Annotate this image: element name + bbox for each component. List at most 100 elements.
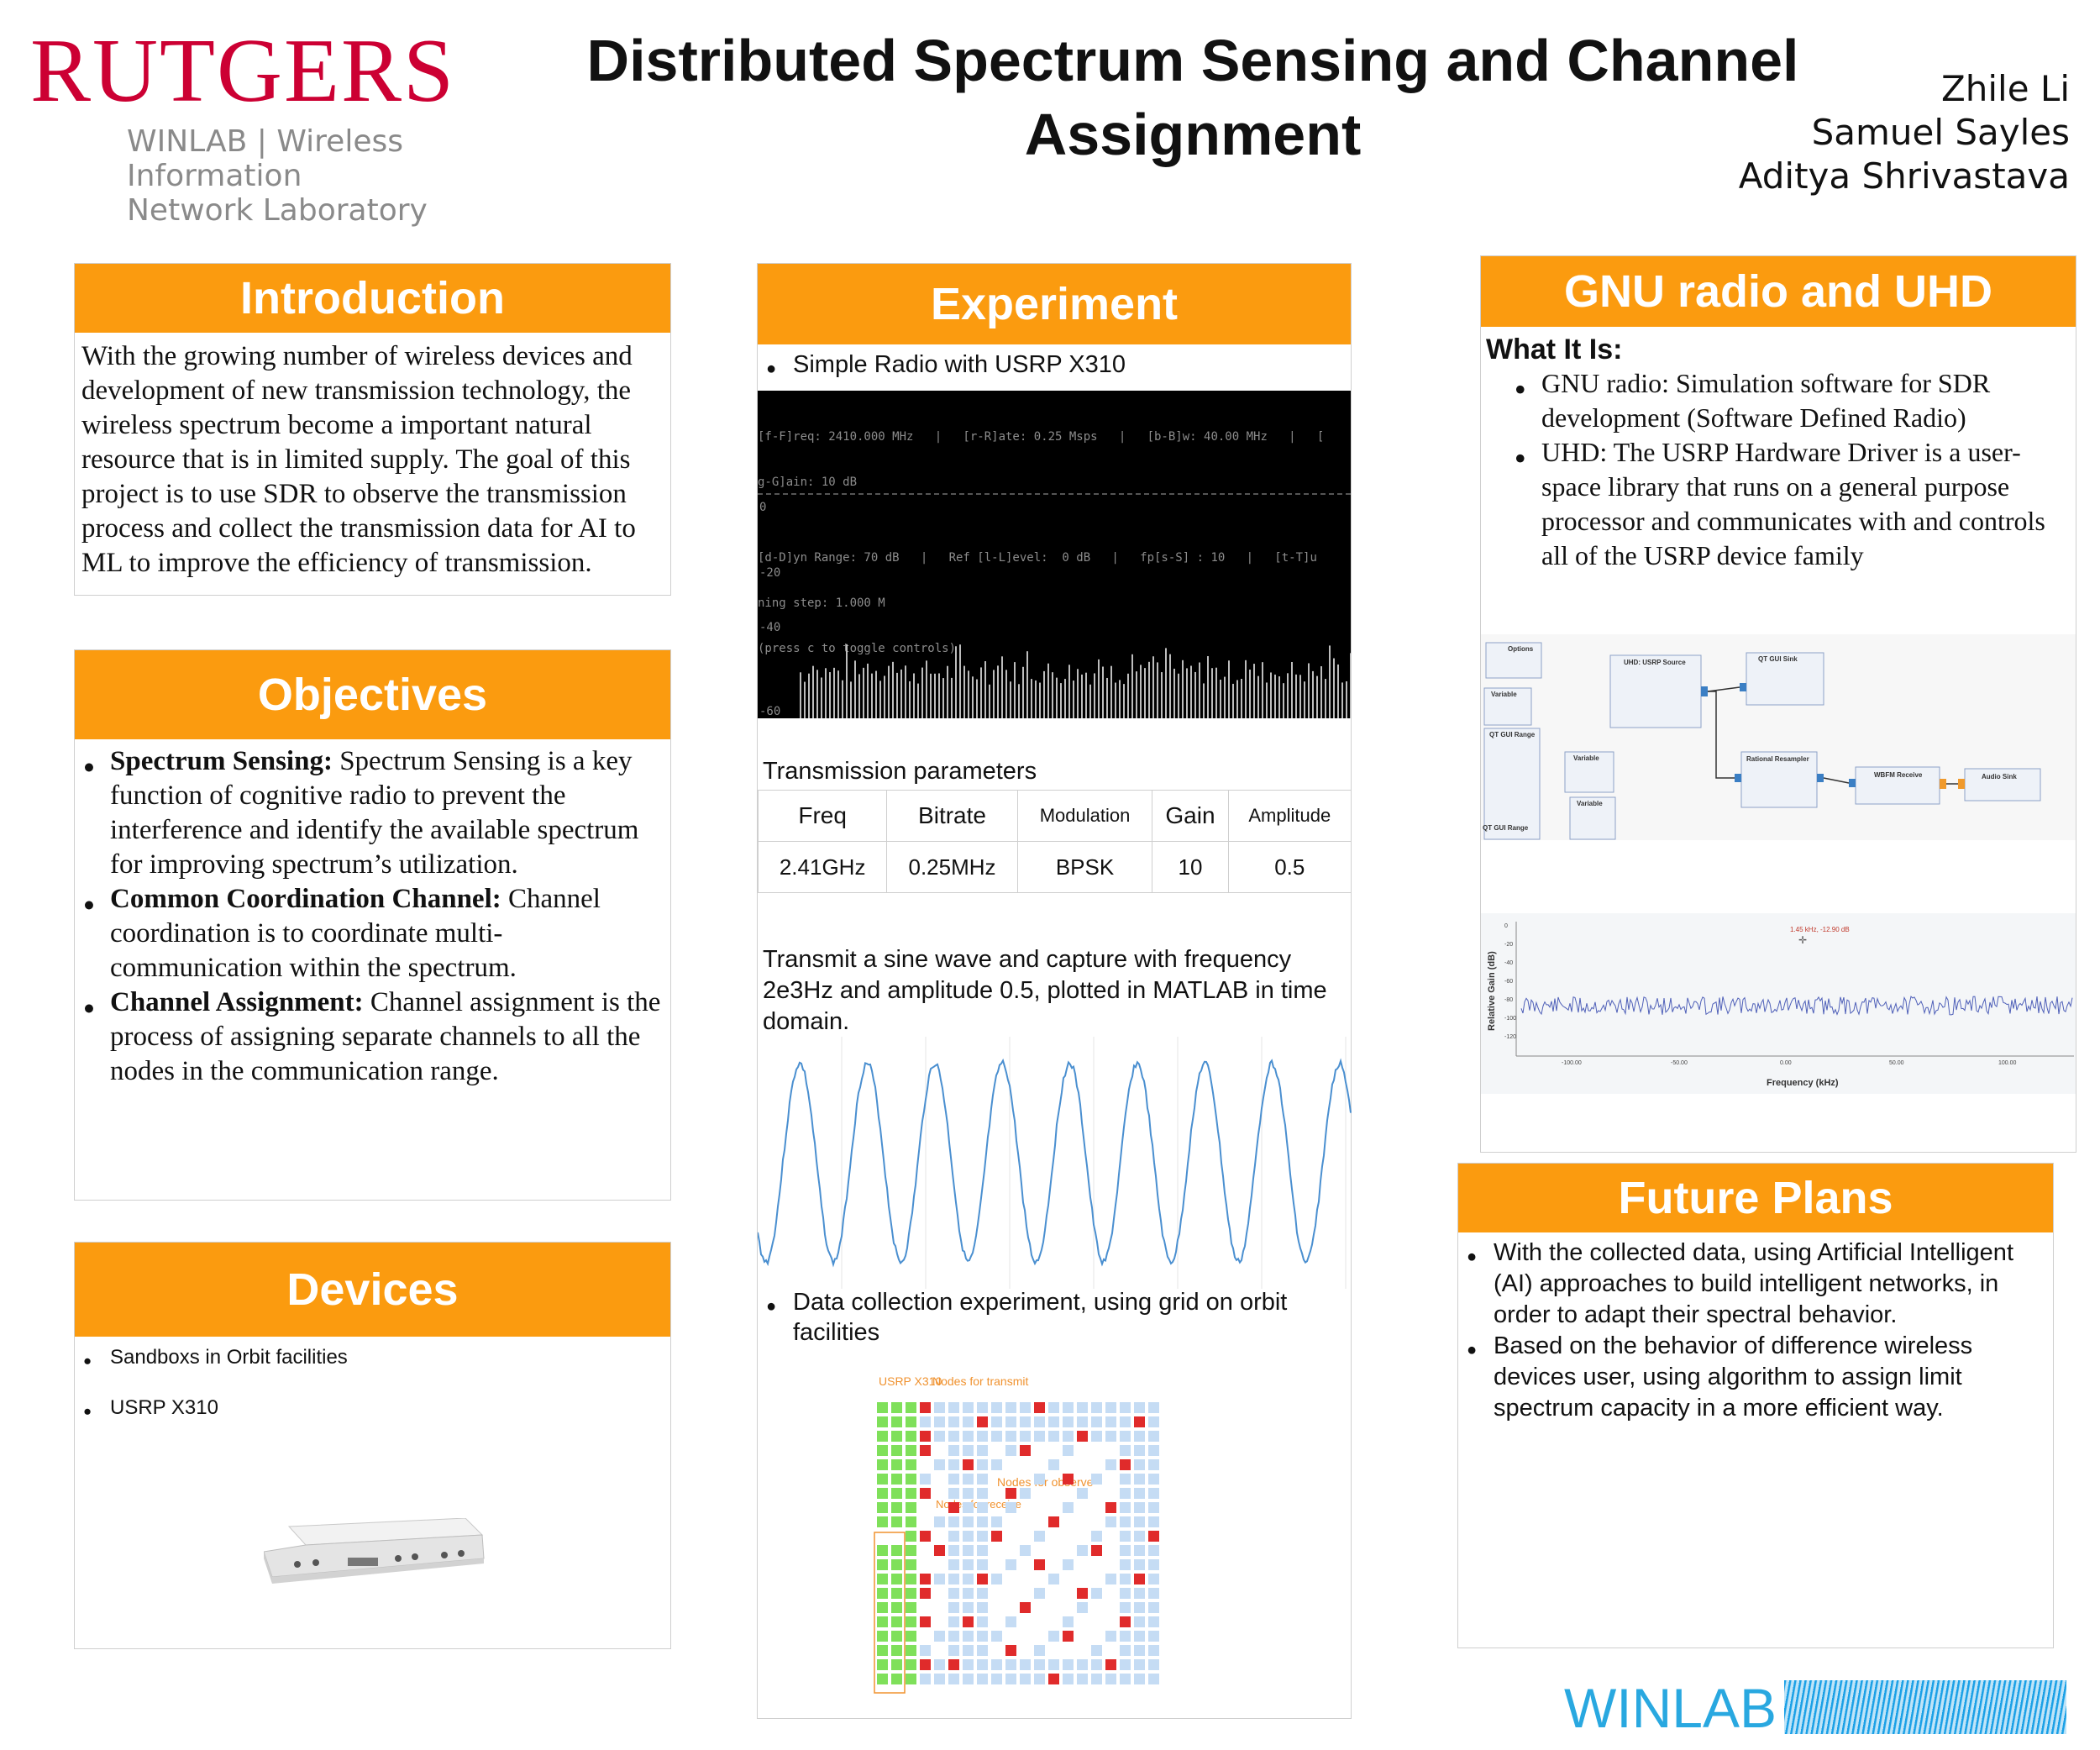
terminal-bar [905, 665, 906, 718]
grid-label-transmit: Nodes for transmit [932, 1374, 1028, 1388]
experiment-bullet-1: Simple Radio with USRP X310 [758, 344, 1351, 384]
grid-node-idle [977, 1402, 988, 1413]
grid-node-idle [1134, 1659, 1145, 1670]
grid-node-idle [963, 1588, 974, 1599]
terminal-bar [1232, 683, 1234, 718]
grid-node-idle [934, 1516, 945, 1527]
terminal-bar [800, 672, 801, 718]
grid-node-idle [948, 1459, 959, 1470]
grid-node-active [891, 1502, 902, 1513]
terminal-bar [1245, 660, 1247, 718]
terminal-bar [1148, 661, 1150, 718]
grid-node-busy [977, 1574, 988, 1584]
grid-node-idle [1120, 1445, 1131, 1456]
grid-node-idle [948, 1402, 959, 1413]
terminal-bar [858, 674, 860, 718]
grid-node-busy [1005, 1645, 1016, 1656]
spectrum-line [1520, 996, 2073, 1016]
grid-label-usrp: USRP X310 [879, 1374, 942, 1388]
grid-node-idle [991, 1659, 1002, 1670]
terminal-bar [997, 665, 999, 718]
terminal-bar [1299, 675, 1301, 718]
terminal-bar [1186, 668, 1188, 718]
spectrum-xtick: 100.00 [1998, 1060, 2017, 1066]
grid-node-idle [934, 1416, 945, 1427]
grid-node-active [906, 1559, 916, 1570]
terminal-bar [846, 644, 848, 718]
terminal-bar [1039, 682, 1041, 718]
grid-node-idle [1077, 1674, 1088, 1684]
table-cell: 2.41GHz [757, 841, 888, 893]
terminal-bar [1001, 656, 1003, 718]
grid-node-idle [1120, 1631, 1131, 1642]
grid-node-active [877, 1502, 888, 1513]
grid-node-idle [934, 1631, 945, 1642]
grid-node-idle [1105, 1631, 1116, 1642]
grid-node-busy [1034, 1559, 1045, 1570]
terminal-bar [842, 680, 843, 718]
terminal-bar [1350, 653, 1351, 718]
grid-node-idle [1005, 1659, 1016, 1670]
grid-node-idle [948, 1416, 959, 1427]
terminal-bar [833, 667, 835, 718]
table-caption: Transmission parameters [763, 758, 1037, 785]
grid-node-idle [1034, 1431, 1045, 1442]
sine-line [758, 1058, 1352, 1268]
terminal-bar [938, 673, 940, 718]
terminal-bar [926, 660, 927, 718]
spectrum-marker-icon: ✛ [1798, 934, 1807, 946]
terminal-bar [1089, 684, 1091, 718]
terminal-bar [1337, 664, 1339, 718]
grid-node-idle [1048, 1659, 1059, 1670]
grid-node-idle [991, 1674, 1002, 1684]
spectrum-ytick: -120 [1504, 1034, 1516, 1040]
grid-node-idle [1063, 1416, 1074, 1427]
terminal-bar [934, 673, 936, 718]
grid-node-idle [1091, 1402, 1102, 1413]
terminal-bar [825, 668, 827, 718]
terminal-bar [1211, 668, 1213, 718]
flow-block-label: WBFM Receive [1874, 771, 1923, 779]
gnu-heading: GNU radio and UHD [1481, 256, 2076, 327]
grid-node-idle [1105, 1459, 1116, 1470]
grid-node-busy [1077, 1431, 1088, 1442]
grid-node-active [877, 1445, 888, 1456]
grid-node-idle [1148, 1416, 1159, 1427]
flow-block-label: Audio Sink [1982, 773, 2017, 780]
terminal-bar [1173, 668, 1175, 718]
experiment-bullet-2: Data collection experiment, using grid o… [763, 1287, 1342, 1348]
terminal-bar [850, 681, 852, 718]
grid-node-busy [920, 1531, 931, 1542]
grid-node-idle [1120, 1559, 1131, 1570]
table-header-cell: Modulation [1016, 790, 1153, 842]
terminal-bar [1073, 681, 1074, 718]
grid-node-idle [963, 1402, 974, 1413]
grid-node-idle [1148, 1602, 1159, 1613]
usrp-device-image [264, 1518, 485, 1584]
terminal-bar [1035, 680, 1037, 718]
terminal-bar [1199, 662, 1200, 718]
winlab-wordmark: WINLAB [1564, 1677, 1777, 1739]
terminal-bar [1144, 668, 1146, 718]
terminal-bar [1010, 681, 1011, 718]
grid-node-busy [934, 1545, 945, 1556]
grid-node-active [906, 1631, 916, 1642]
devices-panel: Devices Sandboxs in Orbit facilities USR… [74, 1242, 671, 1649]
grid-node-idle [991, 1631, 1002, 1642]
gnu-subheading: What It Is: [1486, 334, 1623, 365]
grid-node-idle [1048, 1431, 1059, 1442]
terminal-bar [1094, 673, 1095, 718]
terminal-bar [879, 681, 881, 718]
grid-node-idle [977, 1488, 988, 1499]
terminal-bar [1018, 684, 1020, 718]
flow-block-label: QT GUI Range [1489, 731, 1536, 738]
terminal-bar [1056, 677, 1058, 718]
grid-node-idle [1134, 1502, 1145, 1513]
terminal-bar [1203, 683, 1205, 718]
grid-node-active [906, 1674, 916, 1684]
grid-node-active [877, 1631, 888, 1642]
terminal-bar [1287, 673, 1289, 718]
grid-node-idle [1005, 1445, 1016, 1456]
grid-node-idle [1091, 1416, 1102, 1427]
grid-node-idle [963, 1502, 974, 1513]
